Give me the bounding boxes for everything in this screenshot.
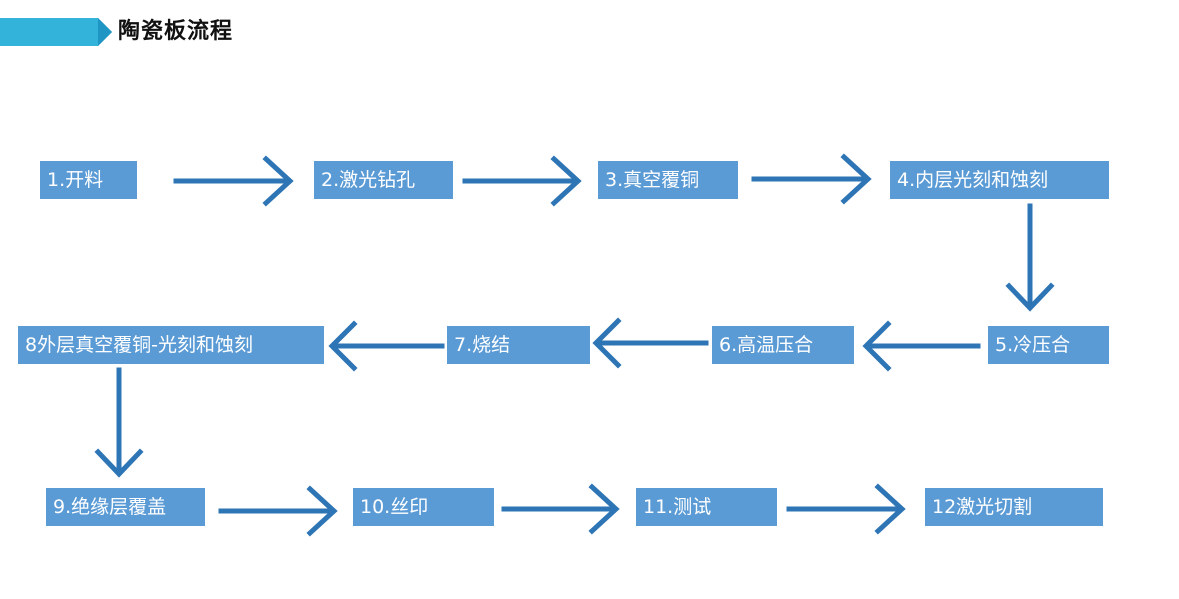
- step-box-laser-cutting: 12激光切割: [925, 488, 1103, 526]
- page-title: 陶瓷板流程: [118, 19, 234, 44]
- arrow-5-to-6: [862, 320, 981, 372]
- step-box-high-temp-pressing: 6.高温压合: [712, 326, 854, 364]
- arrow-11-to-12: [786, 483, 906, 535]
- arrow-1-to-2: [173, 155, 294, 207]
- arrow-7-to-8: [328, 320, 445, 372]
- step-box-laser-drilling: 2.激光钻孔: [314, 161, 453, 199]
- arrow-3-to-4: [751, 153, 872, 205]
- step-box-cold-pressing: 5.冷压合: [988, 326, 1109, 364]
- step-box-sintering: 7.烧结: [447, 326, 590, 364]
- step-box-cutting: 1.开料: [40, 161, 137, 199]
- step-box-testing: 11.测试: [636, 488, 777, 526]
- arrow-2-to-3: [462, 155, 582, 207]
- step-box-vacuum-copper-coating: 3.真空覆铜: [598, 161, 738, 199]
- step-box-inner-layer-litho-etch: 4.内层光刻和蚀刻: [890, 161, 1109, 199]
- step-box-outer-layer-litho-etch: 8外层真空覆铜-光刻和蚀刻: [18, 326, 324, 364]
- arrow-9-to-10: [218, 485, 338, 537]
- step-box-silkscreen: 10.丝印: [353, 488, 494, 526]
- arrow-8-to-9: [94, 367, 144, 478]
- title-banner-arrow: [0, 18, 112, 46]
- arrow-10-to-11: [501, 483, 620, 535]
- step-box-insulation-cover: 9.绝缘层覆盖: [46, 488, 205, 526]
- arrow-6-to-7: [592, 317, 709, 369]
- arrow-4-to-5: [1005, 203, 1055, 312]
